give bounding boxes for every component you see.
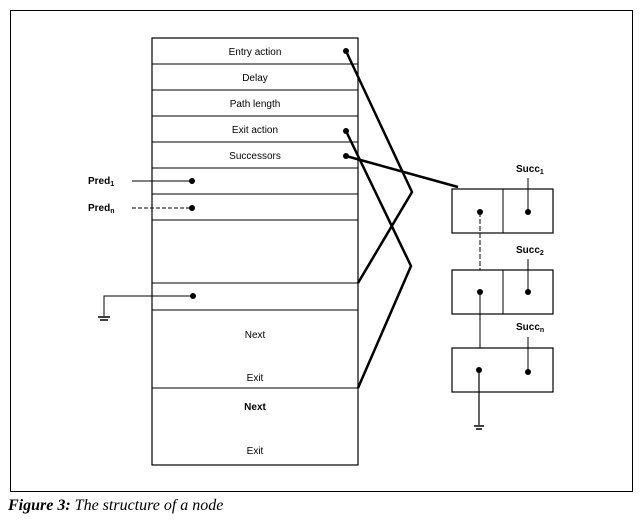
succ-cell-2 bbox=[451, 259, 554, 315]
caption-text: The structure of a node bbox=[74, 497, 224, 514]
ground-icon bbox=[98, 316, 110, 321]
block2-exit-label: Exit bbox=[247, 446, 264, 457]
node-record-box bbox=[151, 37, 359, 466]
ground-pointer-line bbox=[103, 295, 193, 316]
field-entry-action: Entry action bbox=[229, 47, 282, 58]
pred-1-dot bbox=[189, 178, 195, 184]
entry-action-link bbox=[344, 50, 414, 284]
block1-exit-label: Exit bbox=[247, 373, 264, 384]
exit-action-link bbox=[344, 130, 413, 389]
succ-1-label: Succ1 bbox=[516, 164, 544, 176]
figure-frame bbox=[10, 10, 633, 492]
block1-next-label: Next bbox=[245, 330, 266, 341]
field-exit-action: Exit action bbox=[232, 125, 278, 136]
pred-1-label: Pred1 bbox=[88, 176, 114, 188]
field-dividers bbox=[152, 63, 358, 389]
field-path-length: Path length bbox=[230, 99, 281, 110]
field-delay: Delay bbox=[242, 73, 268, 84]
succ-2-label: Succ2 bbox=[516, 245, 544, 257]
figure-caption: Figure 3: The structure of a node bbox=[8, 497, 223, 515]
pred-n-dot bbox=[189, 205, 195, 211]
succ-n-label: Succn bbox=[516, 322, 544, 334]
succ-cell-1 bbox=[451, 178, 554, 234]
ground-pointer-dot bbox=[190, 293, 196, 299]
pred-n-label: Predn bbox=[88, 203, 115, 215]
block2-next-label: Next bbox=[244, 402, 266, 413]
caption-label: Figure 3: bbox=[8, 497, 71, 514]
succ-ground-icon bbox=[474, 425, 484, 430]
field-successors: Successors bbox=[229, 151, 281, 162]
succ-cell-n bbox=[451, 337, 554, 393]
successors-link bbox=[345, 154, 459, 189]
